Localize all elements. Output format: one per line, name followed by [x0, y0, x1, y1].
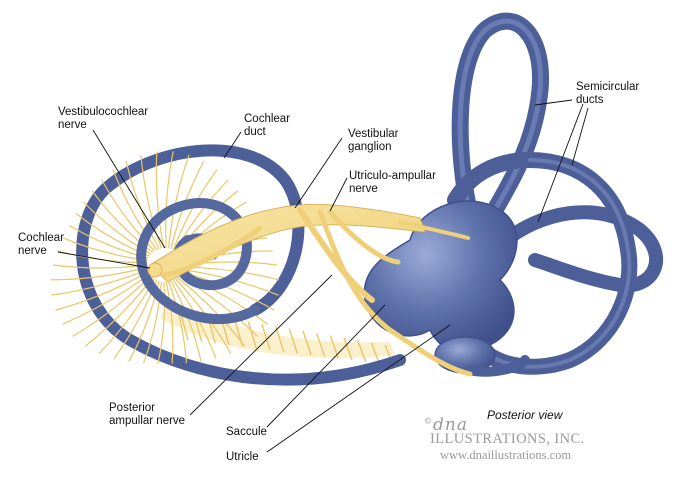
- posterior-ampullar-fan: [160, 300, 395, 366]
- vestibule: [363, 200, 530, 377]
- cochlear-nerve-fiber: [168, 281, 188, 364]
- cochlear-nerve-fiber: [170, 280, 202, 362]
- cochlear-nerve-fiber: [165, 281, 174, 364]
- watermark-url: www.dnaillustrations.com: [440, 448, 572, 462]
- view-caption: Posterior view: [487, 408, 563, 422]
- ampullar-nerve-fiber: [288, 328, 298, 354]
- ampullar-nerve-fiber: [261, 323, 271, 351]
- ampullar-nerve-fiber: [274, 326, 285, 352]
- cochlear-nerve-fiber: [176, 277, 246, 347]
- label-utricle: Utricle: [226, 451, 259, 463]
- cochlear-nerve-fiber: [55, 271, 149, 311]
- ampullar-nerve-fiber: [370, 342, 380, 364]
- cochlear-nerve-fiber: [51, 269, 148, 296]
- ampullar-nerve-fiber: [343, 337, 353, 361]
- cochlear-nerve-fiber: [165, 151, 174, 248]
- cochlear-nerve-fiber: [112, 169, 158, 251]
- cochlear-nerve-fiber: [142, 281, 162, 364]
- cochlear-nerve-fiber: [50, 266, 148, 281]
- cochlear-nerve-fiber: [57, 250, 148, 264]
- ampullar-nerve-fiber: [357, 340, 367, 362]
- watermark-company: ILLUSTRATIONS, INC.: [430, 431, 585, 447]
- ampullar-nerve-fiber: [247, 321, 258, 349]
- cochlear-nerve-fiber: [168, 154, 190, 249]
- leader-lines: [57, 99, 589, 453]
- cochlear-nerve-fiber: [140, 154, 162, 249]
- cochlear-nerve-fiber: [155, 151, 165, 249]
- label-saccule: Saccule: [226, 426, 267, 438]
- ampullar-nerve-fiber: [316, 333, 326, 357]
- cochlear-nerve-fiber: [62, 273, 150, 325]
- watermark: ©dna ILLUSTRATIONS, INC. www.dnaillustra…: [418, 415, 618, 463]
- nerve-bundle: [147, 203, 473, 377]
- cochlear-nerve-fiber: [101, 179, 156, 252]
- cochlear-nerve-fiber: [157, 282, 166, 364]
- watermark-logo: ©dna: [424, 415, 468, 435]
- ampullar-nerve-fiber: [302, 330, 312, 356]
